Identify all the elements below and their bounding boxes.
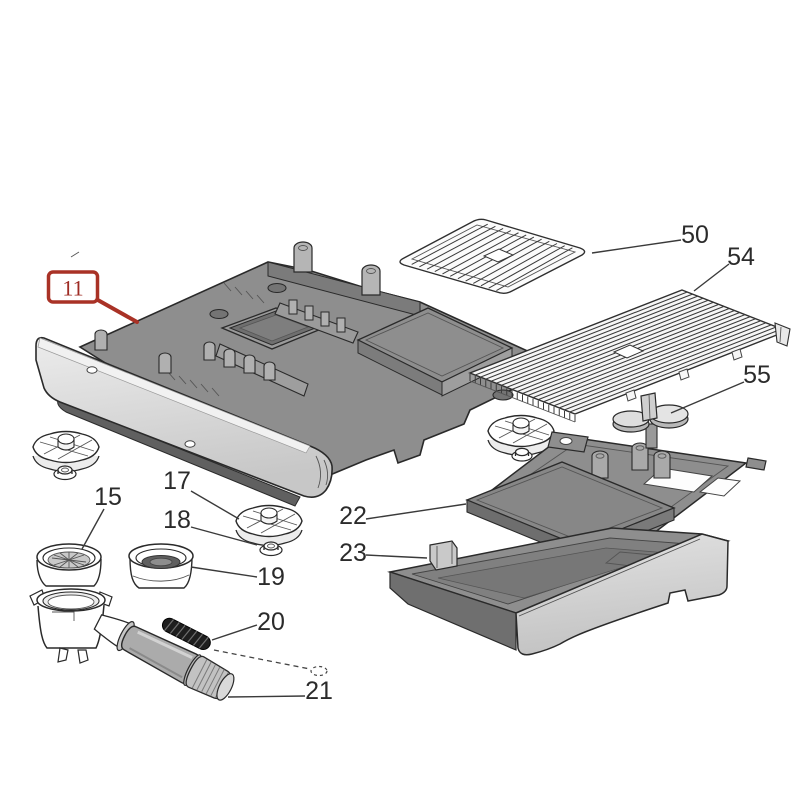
foot-nut-middle <box>259 541 283 557</box>
leader-line-11 <box>94 297 139 324</box>
leader-line-20 <box>211 624 258 641</box>
portafilter-handle <box>93 614 235 701</box>
grate-corner-tab <box>774 322 791 347</box>
callout-label-21: 21 <box>305 677 333 705</box>
callout-label-20: 20 <box>257 608 285 636</box>
base-clip-wall <box>274 299 359 344</box>
tray-posts <box>591 442 671 479</box>
part-54-large-grate <box>468 289 791 423</box>
drip-tray-clip <box>429 540 458 571</box>
stray-tick-mark <box>70 251 80 258</box>
foot-nut-right <box>511 447 533 462</box>
leader-line-50 <box>591 239 682 254</box>
leader-line-18 <box>190 526 258 546</box>
grate-center-hole <box>612 344 645 359</box>
basket-mesh <box>51 552 87 568</box>
grate-edge-tabs <box>625 348 743 402</box>
grate-center-hole <box>482 248 515 263</box>
callout-label-55: 55 <box>743 361 771 389</box>
base-vent-ticks <box>167 282 265 397</box>
spring-target-dashed-circle <box>310 665 328 677</box>
leader-line-17 <box>190 490 240 520</box>
callout-label-18: 18 <box>163 506 191 534</box>
part-11-front-bumper <box>35 336 333 507</box>
portafilter-spout <box>77 649 89 664</box>
part-19-filter-basket <box>128 543 194 589</box>
part-55-float <box>612 392 689 449</box>
tray-tab-arm <box>745 457 767 471</box>
base-hole <box>267 282 287 294</box>
base-hole <box>492 389 514 401</box>
grate-ribs <box>411 223 573 291</box>
tray-cutout <box>698 477 742 497</box>
grate-comb-edge <box>469 374 576 422</box>
base-front-wall <box>215 343 309 397</box>
leader-line-22 <box>365 503 467 520</box>
part-23-drip-tray <box>387 527 731 656</box>
callout-label-23: 23 <box>339 539 367 567</box>
leader-line-15 <box>81 508 105 550</box>
leader-line-54 <box>693 263 730 292</box>
base-pins <box>94 329 276 381</box>
part-20-spring <box>161 617 211 651</box>
rubber-foot-middle <box>235 504 303 547</box>
base-back-post <box>293 241 381 296</box>
bumper-screw-hole <box>184 440 196 448</box>
spring-alignment-dashed-line <box>213 649 311 670</box>
leader-line-21 <box>227 695 306 698</box>
callout-label-22: 22 <box>339 502 367 530</box>
callout-label-11: 11 <box>62 276 83 301</box>
leader-line-19 <box>190 566 258 578</box>
callout-label-50: 50 <box>681 221 709 249</box>
foot-nut-left <box>53 465 77 481</box>
part-50-small-grate <box>399 218 586 294</box>
bumper-screw-hole <box>86 366 98 374</box>
base-hole <box>209 308 229 320</box>
portafilter-spout <box>57 647 69 663</box>
leader-line-23 <box>365 554 428 559</box>
part-15-filter-basket <box>36 543 102 587</box>
rubber-foot-left <box>32 430 100 473</box>
callout-label-17: 17 <box>163 467 191 495</box>
part-21-portafilter <box>29 588 235 701</box>
rubber-foot-right <box>487 414 555 457</box>
callout-11-box: 11 <box>46 270 100 304</box>
callout-label-15: 15 <box>94 483 122 511</box>
part-11-base-chassis <box>78 241 558 485</box>
drip-tray-front-panel <box>515 533 729 656</box>
callout-label-19: 19 <box>257 563 285 591</box>
base-plateau <box>356 307 514 397</box>
leader-line-55 <box>670 381 745 414</box>
callout-label-54: 54 <box>727 243 755 271</box>
